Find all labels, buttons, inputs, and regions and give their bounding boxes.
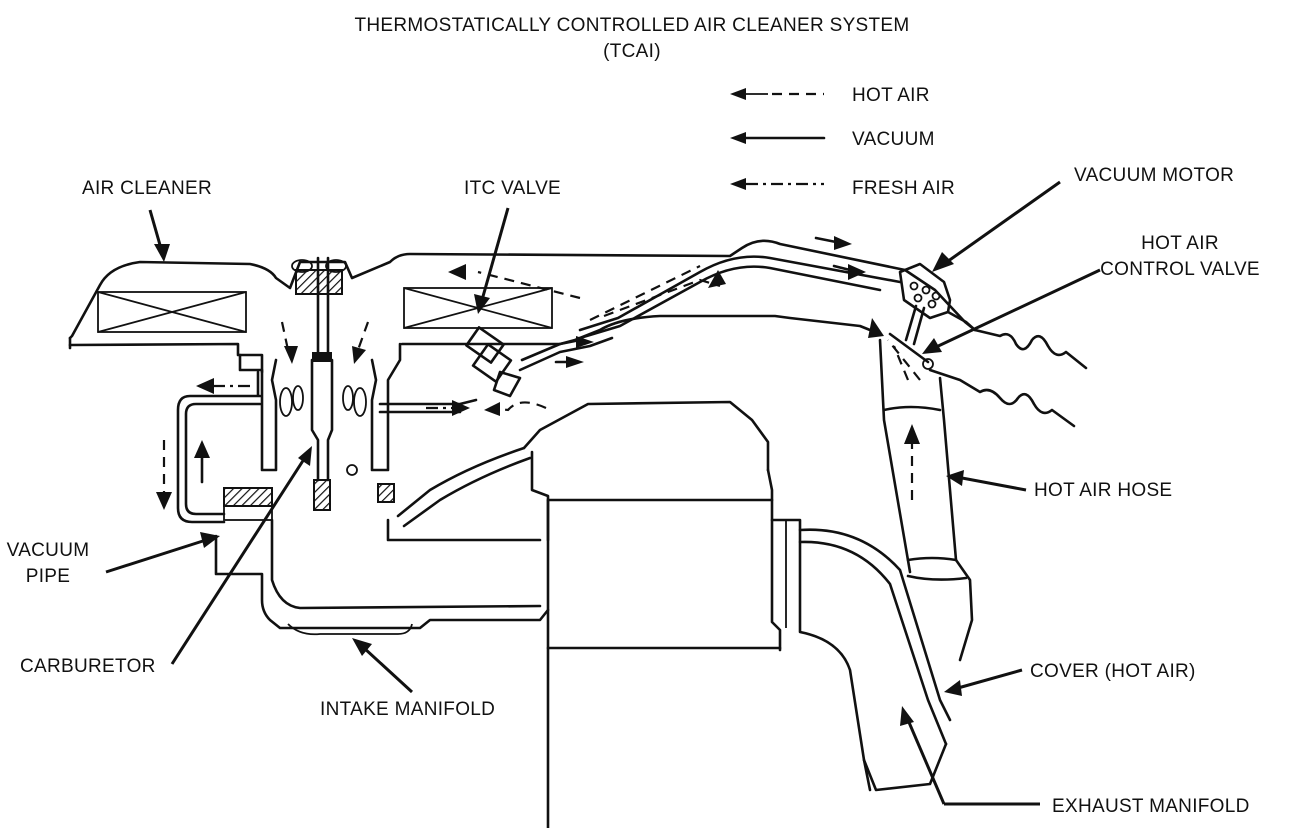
label-vacuum-pipe-line1: VACUUM [7,540,90,561]
label-air-cleaner: AIR CLEANER [82,178,212,199]
legend-fresh-air-label: FRESH AIR [852,178,955,199]
diagram-subtitle: (TCAI) [603,41,661,62]
itc-valve-body [465,326,614,398]
label-hot-air-control-valve-line1: HOT AIR [1141,233,1219,254]
legend: HOT AIR VACUUM FRESH AIR [730,85,955,199]
intake-manifold-body [214,446,550,636]
exhaust-manifold-cover [798,528,952,792]
air-cleaner-housing [68,239,977,374]
legend-vacuum-symbol [730,132,826,144]
vacuum-motor-body [888,262,977,370]
wing-nut [291,256,347,362]
label-hot-air-hose: HOT AIR HOSE [1034,480,1172,501]
carburetor-body [223,342,402,521]
legend-fresh-air-symbol [730,178,824,190]
label-exhaust-manifold: EXHAUST MANIFOLD [1052,796,1250,817]
legend-hot-air-symbol [730,88,824,100]
label-hot-air-control-valve-line2: CONTROL VALVE [1100,259,1260,280]
label-vacuum-motor: VACUUM MOTOR [1074,165,1234,186]
label-intake-manifold: INTAKE MANIFOLD [320,699,495,720]
break-lines [928,328,1088,428]
label-itc-valve: ITC VALVE [464,178,561,199]
hot-air-hose-body [878,338,974,662]
engine-block [522,400,872,828]
leader-lines [105,180,1101,806]
airflow-arrows [156,236,921,510]
label-cover-hot-air: COVER (HOT AIR) [1030,661,1196,682]
label-vacuum-pipe-line2: PIPE [26,566,71,587]
legend-vacuum-label: VACUUM [852,129,935,150]
diagram-title: THERMOSTATICALLY CONTROLLED AIR CLEANER … [354,15,909,36]
label-carburetor: CARBURETOR [20,656,156,677]
legend-hot-air-label: HOT AIR [852,85,930,106]
